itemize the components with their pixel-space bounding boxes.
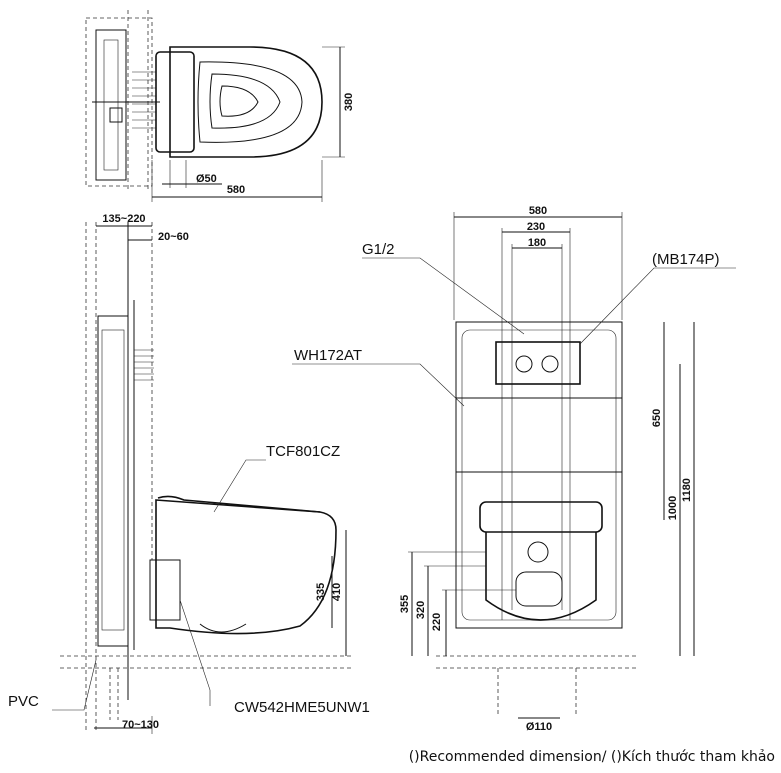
top-view — [85, 10, 345, 202]
dim-front-180: 180 — [528, 237, 546, 249]
label-cw542: CW542HME5UNW1 — [234, 699, 370, 716]
dim-front-220: 220 — [431, 613, 443, 631]
dim-top-380: 380 — [343, 93, 355, 111]
dim-side-410: 410 — [331, 583, 343, 601]
dim-front-1000: 1000 — [667, 496, 679, 520]
dim-top-580: 580 — [227, 184, 245, 196]
side-view — [60, 222, 352, 734]
front-view — [408, 212, 695, 719]
dim-side-70-130: 70~130 — [122, 719, 159, 731]
dim-top-o50: Ø50 — [196, 173, 217, 185]
label-mb174p: (MB174P) — [652, 251, 720, 268]
dim-side-20-60: 20~60 — [158, 231, 189, 243]
dim-front-1180: 1180 — [681, 478, 693, 502]
dim-front-o110: Ø110 — [526, 721, 552, 733]
label-g12: G1/2 — [362, 241, 395, 258]
footnote: ()Recommended dimension/ ()Kích thước th… — [408, 749, 775, 765]
label-wh172at: WH172AT — [294, 347, 362, 364]
dim-front-355: 355 — [399, 595, 411, 613]
dim-side-135-220: 135~220 — [102, 213, 145, 225]
label-pvc: PVC — [8, 693, 39, 710]
leader-lines — [52, 257, 736, 711]
dim-side-335: 335 — [315, 583, 327, 601]
dim-front-580: 580 — [529, 205, 547, 217]
label-tcf801cz: TCF801CZ — [266, 443, 340, 460]
dim-front-230: 230 — [527, 221, 545, 233]
dim-front-320: 320 — [415, 601, 427, 619]
dim-front-650: 650 — [651, 409, 663, 427]
